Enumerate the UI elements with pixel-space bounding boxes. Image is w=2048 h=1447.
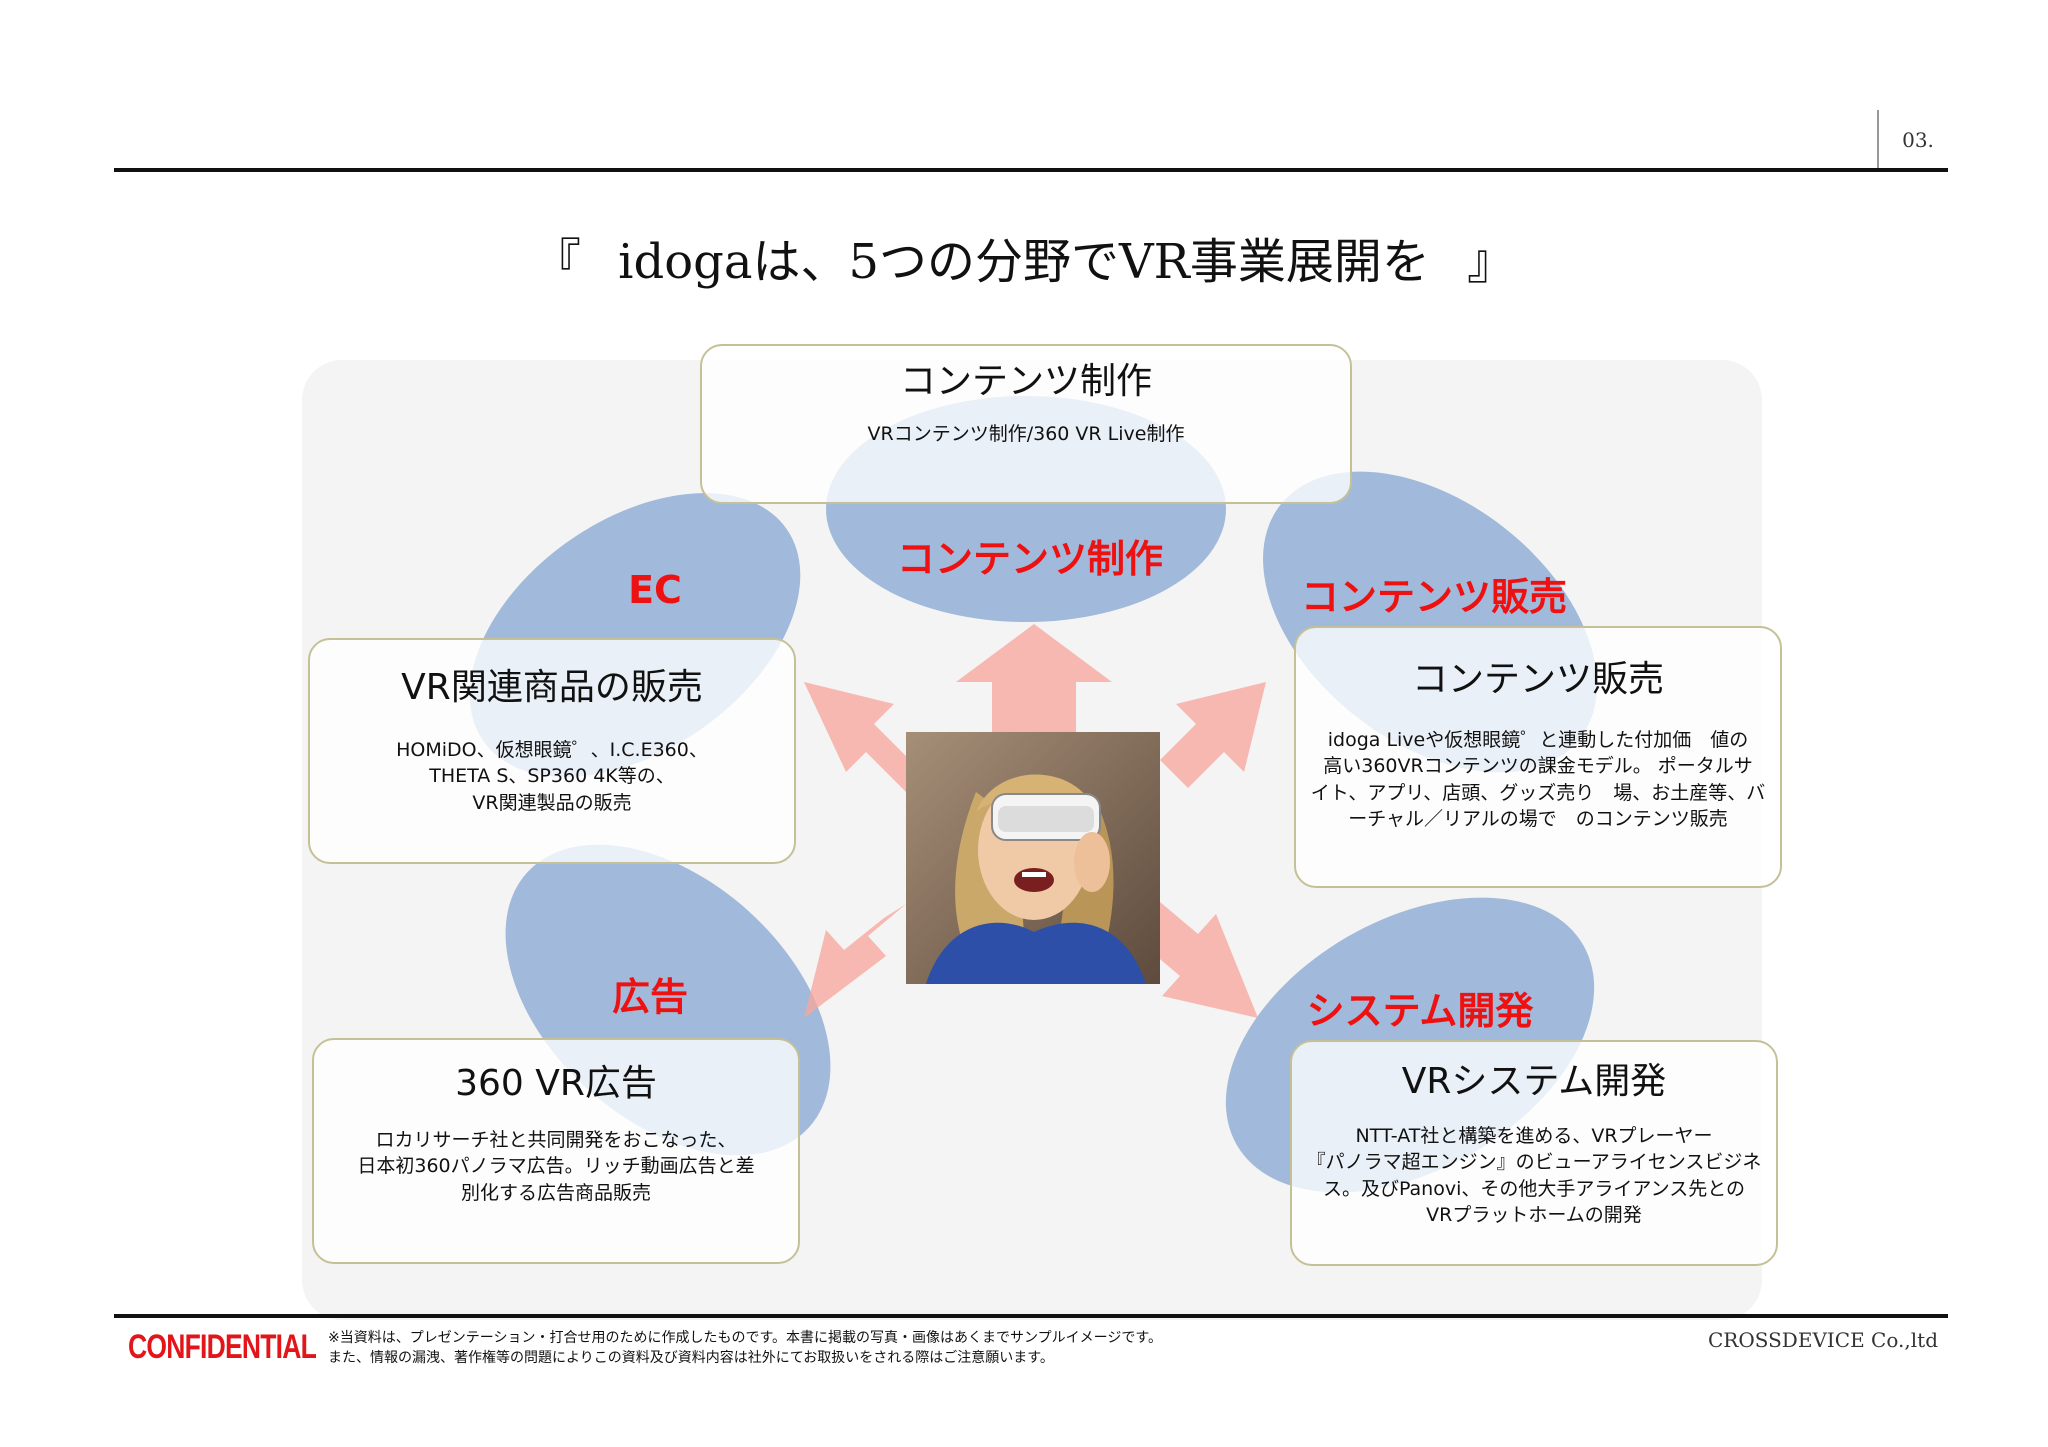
arrow-down-left (804, 904, 906, 1018)
arrow-down-right (1142, 902, 1258, 1018)
label-content-production: コンテンツ制作 (896, 537, 1163, 581)
box-system-dev: VRシステム開発 NTT-AT社と構築を進める、VRプレーヤー 『パノラマ超エン… (1290, 1040, 1778, 1266)
arrow-up (956, 624, 1112, 732)
box-title: コンテンツ販売 (1411, 659, 1664, 700)
confidential-mark: CONFIDENTIAL (128, 1328, 317, 1366)
box-title: VRシステム開発 (1401, 1061, 1667, 1102)
footer-rule (114, 1314, 1948, 1318)
label-content-sales: コンテンツ販売 (1300, 575, 1567, 619)
box-body: HOMiDO、仮想眼鏡゜、I.C.E360、 THETA S、SP360 4K等… (396, 739, 708, 814)
box-content-sales: コンテンツ販売 idoga Liveや仮想眼鏡゜と連動した付加価 値の 高い36… (1294, 626, 1782, 888)
page-number: 03. (1902, 128, 1934, 152)
label-ec: EC (628, 568, 682, 612)
box-title: 360 VR広告 (455, 1063, 657, 1104)
box-body: VRコンテンツ制作/360 VR Live制作 (867, 423, 1185, 446)
slide-title: 『 idogaは、5つの分野でVR事業展開を 』 (0, 222, 2048, 292)
arrow-up-left (804, 682, 914, 792)
disclaimer: ※当資料は、プレゼンテーション・打合せ用のために作成したものです。本書に掲載の写… (328, 1330, 1162, 1367)
arrow-up-right (1160, 682, 1266, 788)
label-system-dev: システム開発 (1306, 989, 1534, 1033)
box-ec: VR関連商品の販売 HOMiDO、仮想眼鏡゜、I.C.E360、 THETA S… (308, 638, 796, 864)
box-body: ロカリサーチ社と共同開発をおこなった、 日本初360パノラマ広告。リッチ動画広告… (357, 1129, 755, 1204)
header-divider (1877, 110, 1879, 170)
header-rule (114, 168, 1948, 172)
box-advertising: 360 VR広告 ロカリサーチ社と共同開発をおこなった、 日本初360パノラマ広… (312, 1038, 800, 1264)
title-close-bracket: 』 (1467, 234, 1516, 290)
company-name: CROSSDEVICE Co.,ltd (1708, 1328, 1938, 1352)
label-advertising: 広告 (611, 975, 688, 1019)
box-content-production: コンテンツ制作 VRコンテンツ制作/360 VR Live制作 (700, 344, 1352, 504)
box-body: NTT-AT社と構築を進める、VRプレーヤー 『パノラマ超エンジン』のビューアラ… (1306, 1125, 1762, 1226)
box-body: idoga Liveや仮想眼鏡゜と連動した付加価 値の 高い360VRコンテンツ… (1310, 729, 1766, 830)
title-text: idogaは、5つの分野でVR事業展開を (618, 234, 1430, 290)
box-title: VR関連商品の販売 (401, 667, 703, 708)
title-open-bracket: 『 (532, 234, 581, 290)
center-photo-vr-headset (906, 732, 1160, 984)
box-title: コンテンツ制作 (899, 361, 1152, 402)
